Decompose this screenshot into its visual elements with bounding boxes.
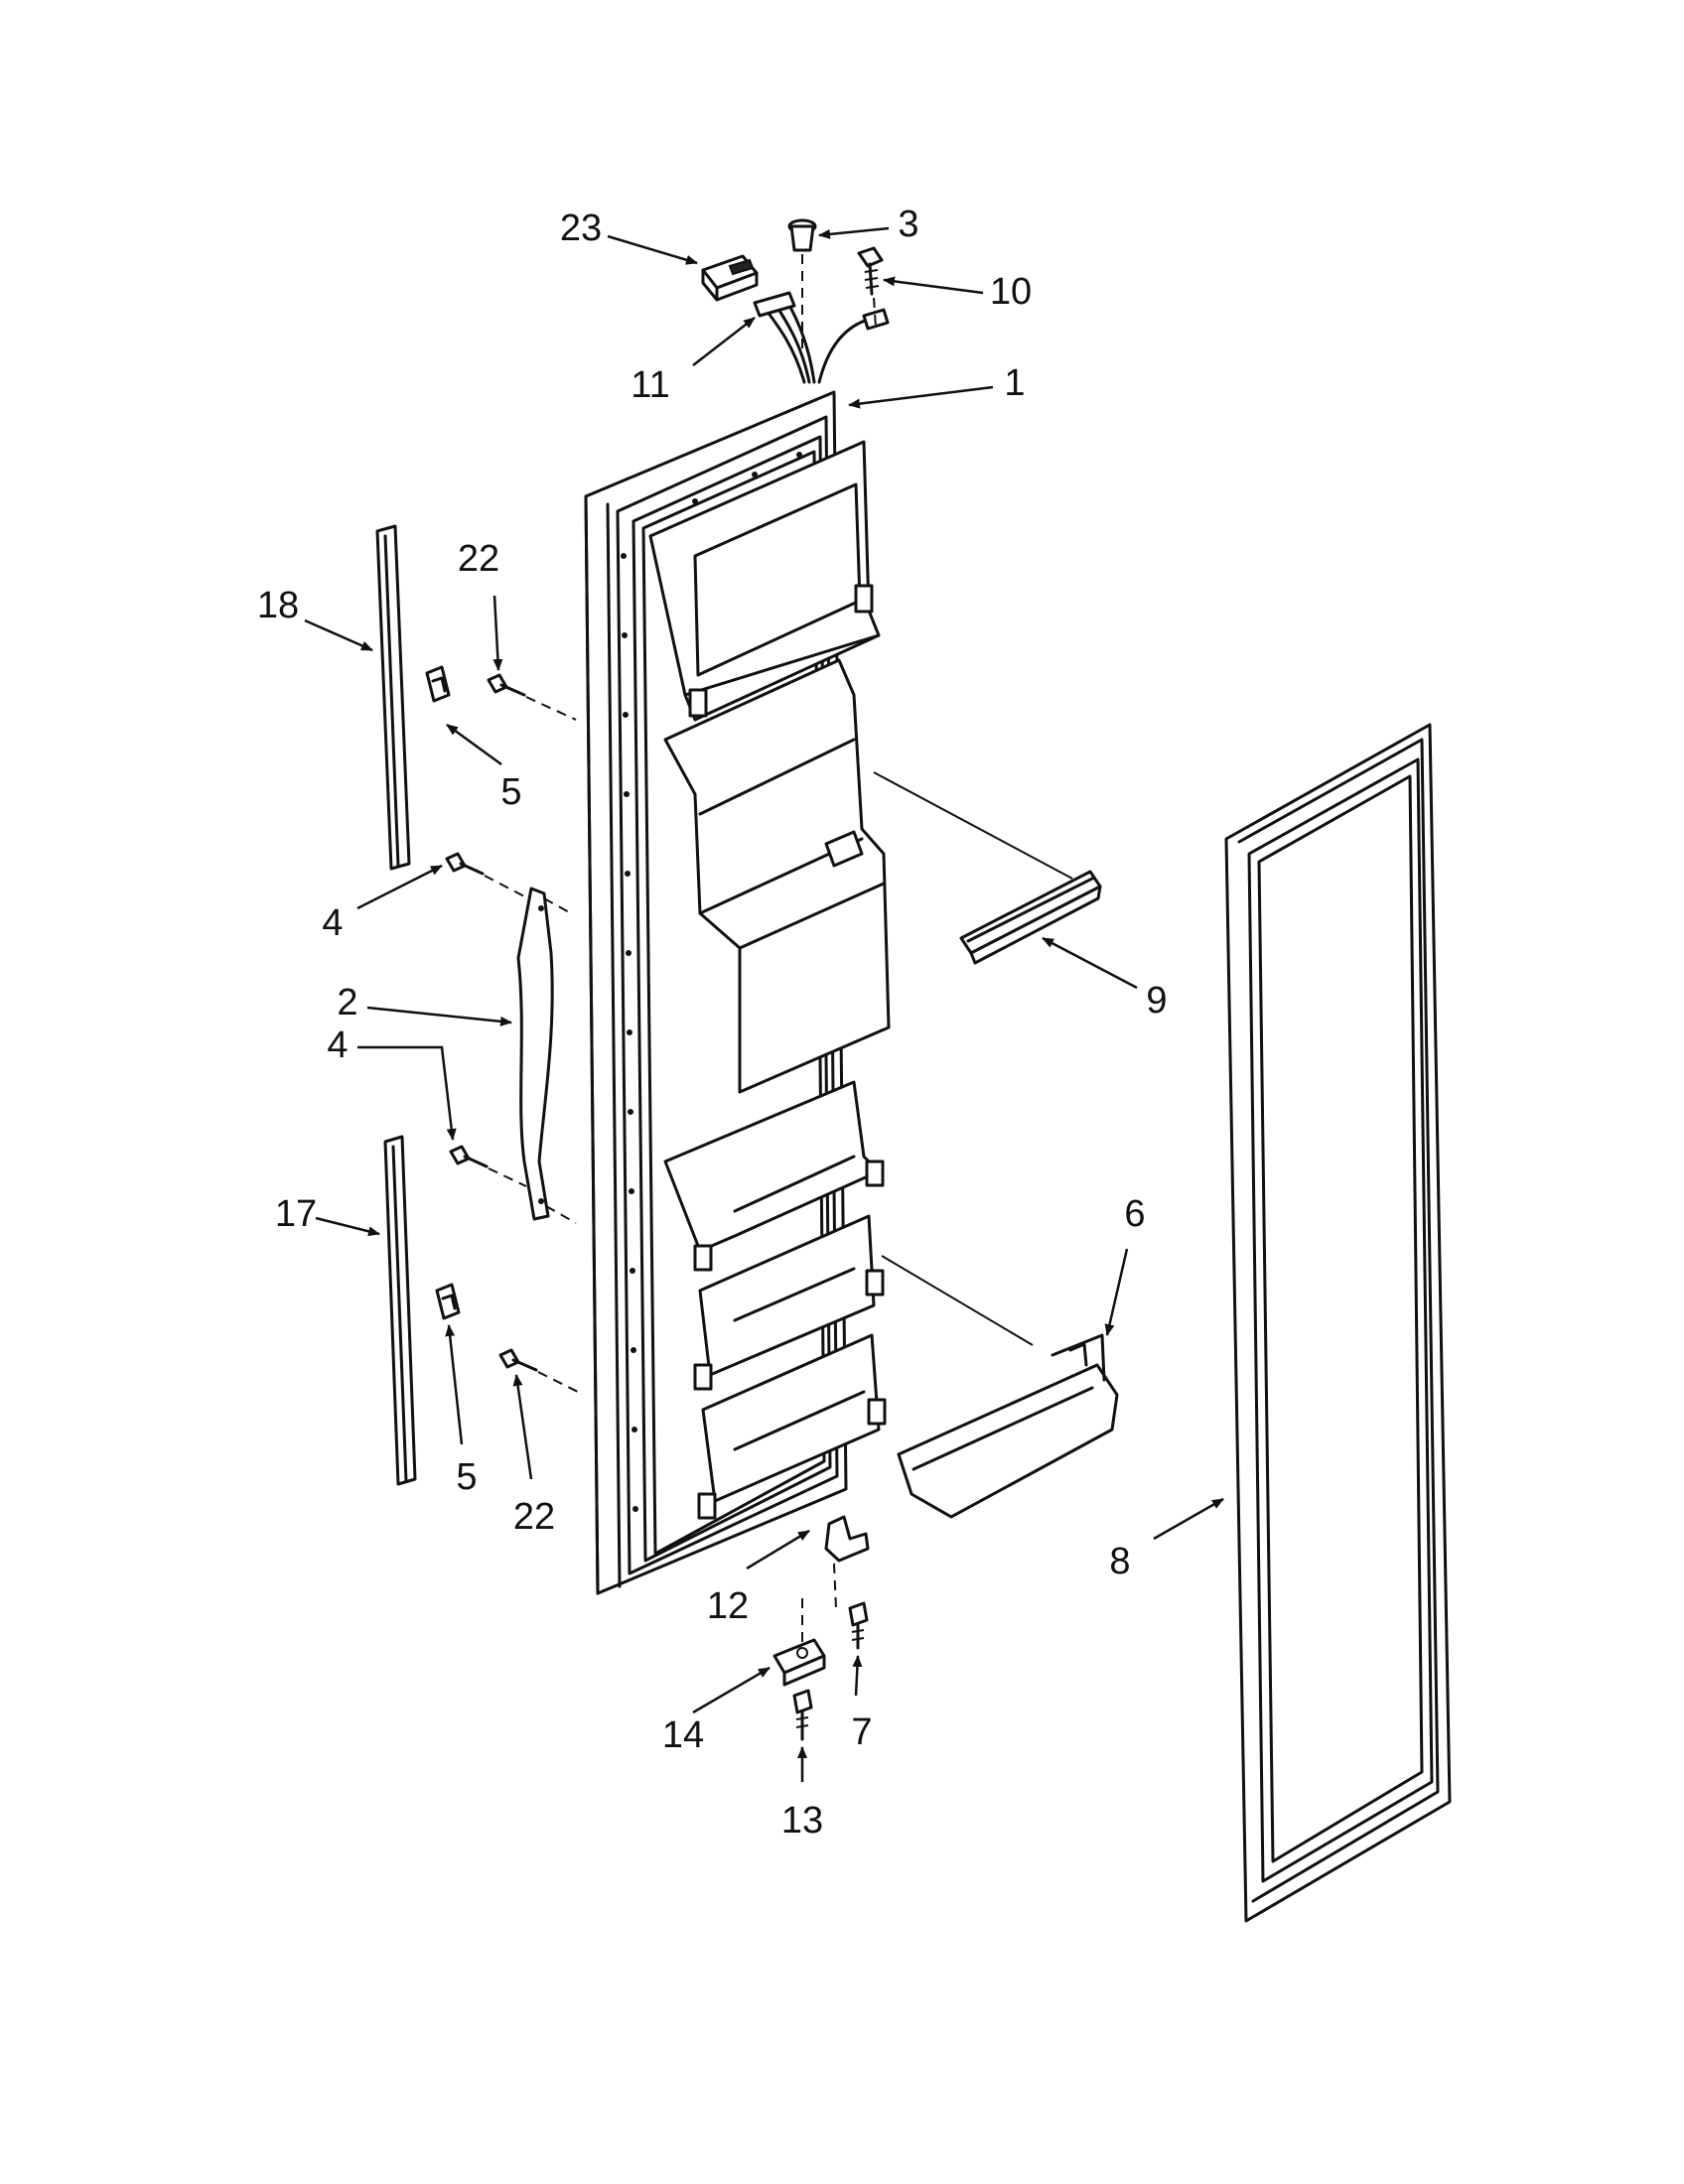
- screw-7: [848, 1601, 869, 1650]
- door-gasket: [1224, 723, 1452, 1923]
- callout-1: 1: [1004, 362, 1025, 404]
- door-panel: [584, 390, 891, 1595]
- callout-18: 18: [257, 585, 299, 626]
- door-bin-6: [881, 1255, 1119, 1519]
- screw-22-bottom: [498, 1348, 579, 1393]
- callout-12: 12: [707, 1585, 749, 1627]
- screw-13: [792, 1689, 813, 1741]
- hinge-bracket-14: [772, 1598, 826, 1687]
- door-rivets: [621, 452, 802, 1512]
- door-handle: [516, 887, 577, 1224]
- callout-5-top: 5: [500, 771, 521, 813]
- screw-4-top: [445, 852, 529, 899]
- callout-3: 3: [898, 204, 918, 245]
- wire-harness: [753, 291, 890, 384]
- hinge-pin-12: [824, 1515, 870, 1609]
- clip-5-bottom: [435, 1283, 461, 1320]
- dispenser-housing: [663, 658, 891, 1094]
- shelf-rail: [873, 771, 1102, 965]
- top-trim-strip: [375, 524, 411, 871]
- callout-7: 7: [851, 1711, 872, 1753]
- callout-5-bottom: 5: [456, 1456, 477, 1498]
- callout-9: 9: [1146, 980, 1167, 1022]
- callout-6: 6: [1124, 1193, 1145, 1235]
- lower-door-bins: [663, 1080, 887, 1520]
- connector-block: [701, 254, 759, 302]
- callout-4-bottom: 4: [327, 1024, 348, 1066]
- leader-lines: [304, 226, 1224, 1782]
- light-socket-plug: [787, 218, 817, 357]
- callout-8: 8: [1109, 1541, 1130, 1582]
- callout-2: 2: [337, 982, 357, 1024]
- callout-4-top: 4: [322, 902, 343, 944]
- callout-11: 11: [631, 364, 669, 406]
- callout-22-top: 22: [458, 538, 499, 580]
- hinge-screw-top: [857, 246, 884, 329]
- bottom-trim-strip: [383, 1135, 417, 1486]
- callout-labels: 23 3 10 11 1 18 22 5 4 2 4 17 5 22 9 6 8…: [257, 204, 1168, 1842]
- callout-13: 13: [781, 1800, 823, 1842]
- callout-23: 23: [560, 207, 602, 249]
- screw-22-top: [487, 673, 577, 721]
- callout-17: 17: [275, 1193, 317, 1235]
- callout-14: 14: [662, 1714, 704, 1756]
- screw-4-bottom: [449, 1145, 527, 1187]
- callout-22-bottom: 22: [513, 1496, 555, 1538]
- clip-5-top: [425, 665, 451, 703]
- callout-10: 10: [990, 271, 1032, 313]
- top-door-bin: [648, 440, 881, 722]
